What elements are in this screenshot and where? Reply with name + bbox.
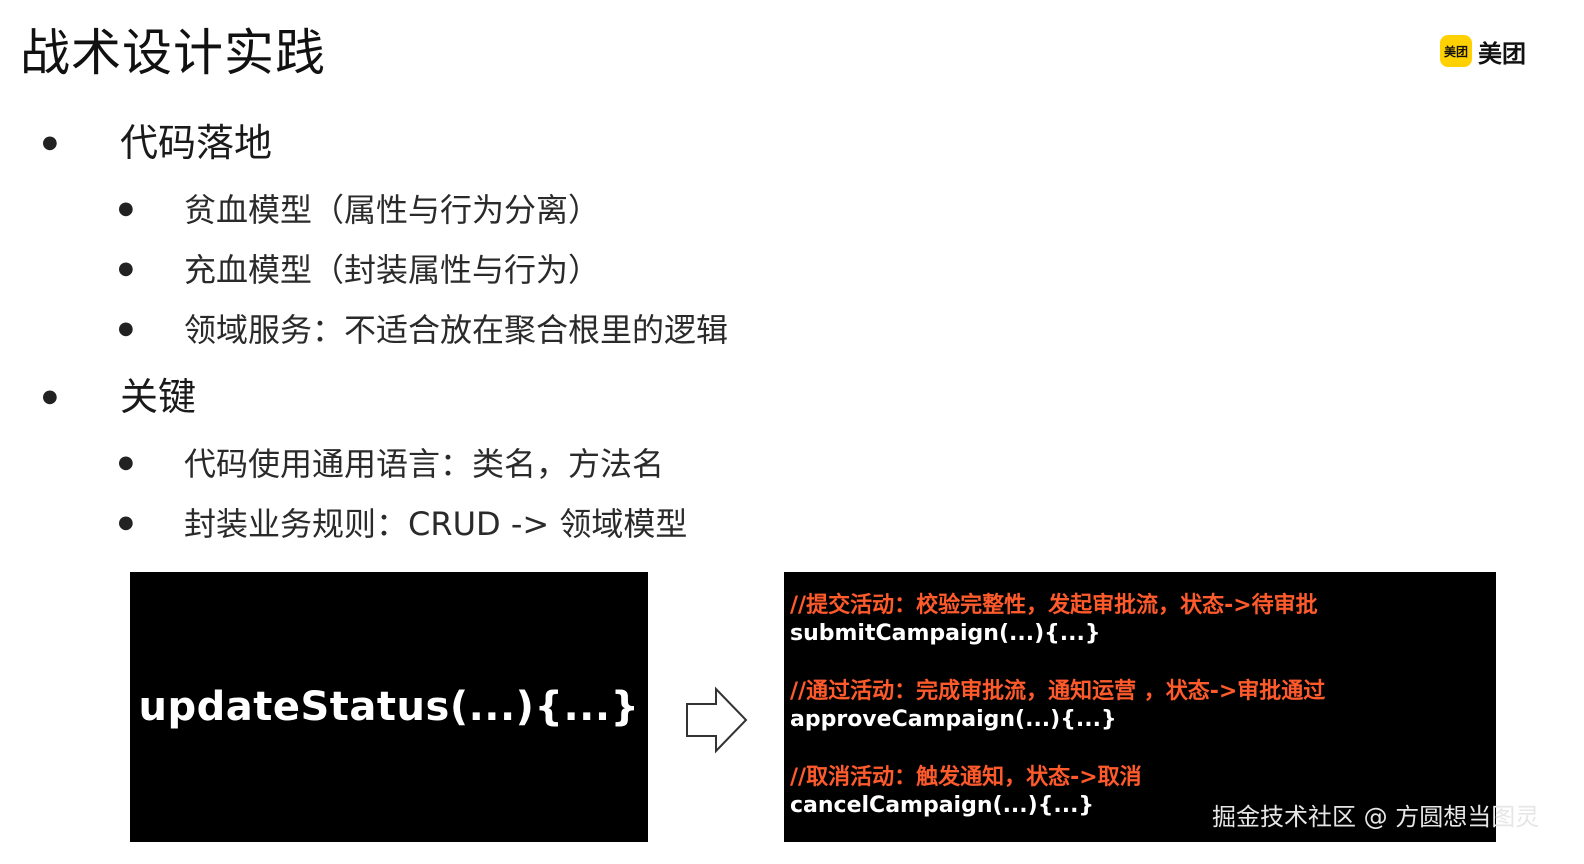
meituan-logo: 美团 美团 xyxy=(1440,34,1526,68)
code-comment: //通过活动：完成审批流，通知运营 ，状态->审批通过 xyxy=(790,679,1326,704)
code-method: cancelCampaign(...){...} xyxy=(790,793,1095,818)
watermark: 掘金技术社区 @ 方圆想当图灵 xyxy=(1212,803,1540,831)
code-comment: //取消活动：触发通知，状态->取消 xyxy=(790,765,1142,790)
right-arrow-outline-icon xyxy=(686,686,748,754)
list-item: 代码使用通用语言：类名，方法名 xyxy=(184,445,665,483)
list-item: 封装业务规则：CRUD -> 领域模型 xyxy=(184,505,688,543)
bullet-icon: ● xyxy=(118,198,134,219)
list-item: 充血模型（封装属性与行为） xyxy=(184,251,601,289)
slide-title: 战术设计实践 xyxy=(20,24,326,82)
list-item: 贫血模型（属性与行为分离） xyxy=(184,191,601,229)
code-block-cancel: //取消活动：触发通知，状态->取消 cancelCampaign(...){.… xyxy=(790,764,1496,820)
bullet-icon: ● xyxy=(42,132,58,153)
code-box-anemic: updateStatus(...){...} xyxy=(130,572,648,842)
code-block-submit: //提交活动：校验完整性，发起审批流，状态->待审批 submitCampaig… xyxy=(790,592,1496,648)
section-heading-code-landing: 代码落地 xyxy=(120,121,273,165)
code-comment: //提交活动：校验完整性，发起审批流，状态->待审批 xyxy=(790,593,1318,618)
code-box-rich: //提交活动：校验完整性，发起审批流，状态->待审批 submitCampaig… xyxy=(784,572,1496,842)
bullet-icon: ● xyxy=(118,258,134,279)
code-method: submitCampaign(...){...} xyxy=(790,621,1101,646)
bullet-icon: ● xyxy=(118,452,134,473)
code-method: approveCampaign(...){...} xyxy=(790,707,1117,732)
code-update-status: updateStatus(...){...} xyxy=(138,684,640,730)
bullet-icon: ● xyxy=(118,512,134,533)
list-item: 领域服务：不适合放在聚合根里的逻辑 xyxy=(184,311,729,349)
meituan-logo-mark: 美团 xyxy=(1440,35,1472,67)
bullet-icon: ● xyxy=(42,386,58,407)
meituan-logo-text: 美团 xyxy=(1478,39,1526,68)
section-heading-key: 关键 xyxy=(120,375,197,419)
bullet-icon: ● xyxy=(118,318,134,339)
code-block-approve: //通过活动：完成审批流，通知运营 ，状态->审批通过 approveCampa… xyxy=(790,678,1496,734)
